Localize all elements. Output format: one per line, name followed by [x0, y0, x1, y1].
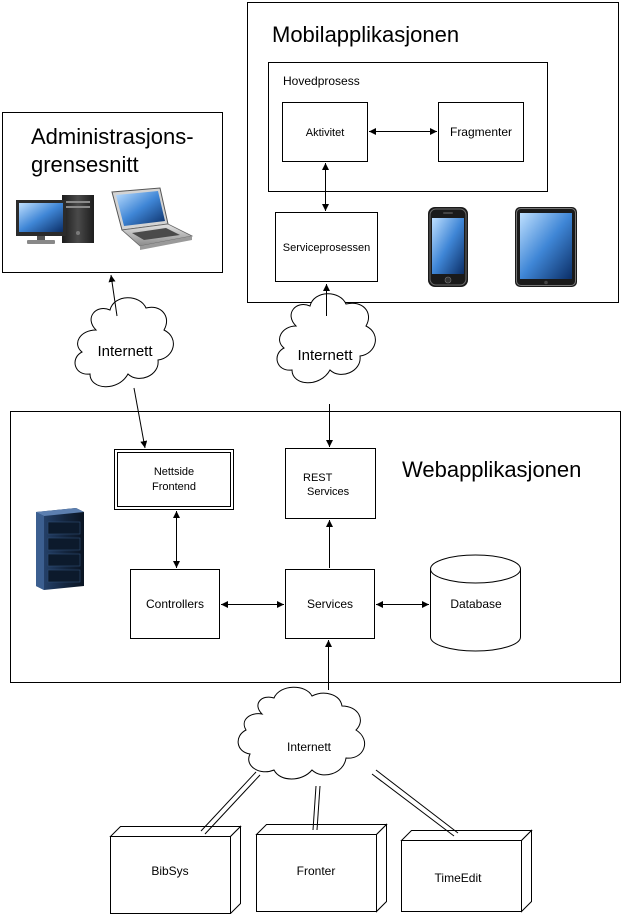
rest-services-label-line1: REST — [303, 472, 333, 484]
admin-interface-container: Administrasjons- grensesnitt — [2, 112, 223, 273]
mobile-app-title: Mobilapplikasjonen — [272, 22, 459, 47]
rest-services-label-line2: Services — [307, 486, 350, 498]
cloud-to-frontend-arrow — [133, 387, 148, 449]
smartphone-icon — [428, 207, 468, 287]
database-label: Database — [450, 597, 502, 611]
external-system-timeedit: TimeEdit — [400, 829, 533, 913]
admin-title-line2: grensesnitt — [31, 152, 139, 177]
server-rack-icon — [36, 508, 84, 590]
laptop-icon — [111, 187, 194, 250]
timeedit-label: TimeEdit — [435, 871, 483, 885]
internet-external-label: Internett — [287, 740, 332, 754]
service-process-box: Serviceprosessen — [275, 212, 378, 282]
desktop-computer-icon — [16, 195, 94, 244]
database-cylinder: Database — [430, 554, 521, 652]
admin-title-line1: Administrasjons- — [31, 124, 194, 149]
rest-services-box: REST Services — [285, 448, 376, 519]
activity-box: Aktivitet — [282, 102, 368, 162]
tablet-icon — [515, 207, 577, 287]
web-app-title: Webapplikasjonen — [402, 457, 581, 482]
website-frontend-label-line2: Frontend — [152, 481, 196, 493]
fragments-box: Fragmenter — [438, 102, 524, 162]
controllers-box: Controllers — [130, 569, 220, 639]
internet-cloud-admin: Internett — [74, 297, 174, 388]
website-frontend-label-line1: Nettside — [154, 466, 194, 478]
fragments-label: Fragmenter — [450, 125, 512, 139]
link-bibsys-a — [200, 771, 257, 832]
cloud-to-admin-arrow — [108, 274, 118, 317]
controllers-label: Controllers — [146, 597, 204, 611]
internet-cloud-external: Internett — [237, 686, 366, 780]
fronter-label: Fronter — [297, 864, 336, 878]
external-system-fronter: Fronter — [255, 823, 388, 913]
main-process-title: Hovedprosess — [283, 74, 360, 88]
link-timeedit-a — [375, 769, 459, 834]
internet-mobile-label: Internett — [297, 347, 353, 364]
activity-label: Aktivitet — [306, 127, 345, 139]
link-timeedit-b — [371, 773, 455, 837]
connectors — [108, 128, 459, 837]
internet-admin-label: Internett — [97, 343, 153, 360]
link-fronter-a — [312, 785, 317, 831]
website-frontend-box: Nettside Frontend — [114, 449, 234, 510]
link-fronter-b — [316, 785, 321, 831]
internet-cloud-mobile: Internett — [276, 293, 376, 384]
link-bibsys-b — [204, 774, 261, 835]
service-process-label: Serviceprosessen — [283, 242, 370, 254]
services-box: Services — [285, 569, 375, 639]
external-system-bibsys: BibSys — [109, 825, 242, 914]
services-label: Services — [307, 597, 353, 611]
bibsys-label: BibSys — [151, 864, 188, 878]
